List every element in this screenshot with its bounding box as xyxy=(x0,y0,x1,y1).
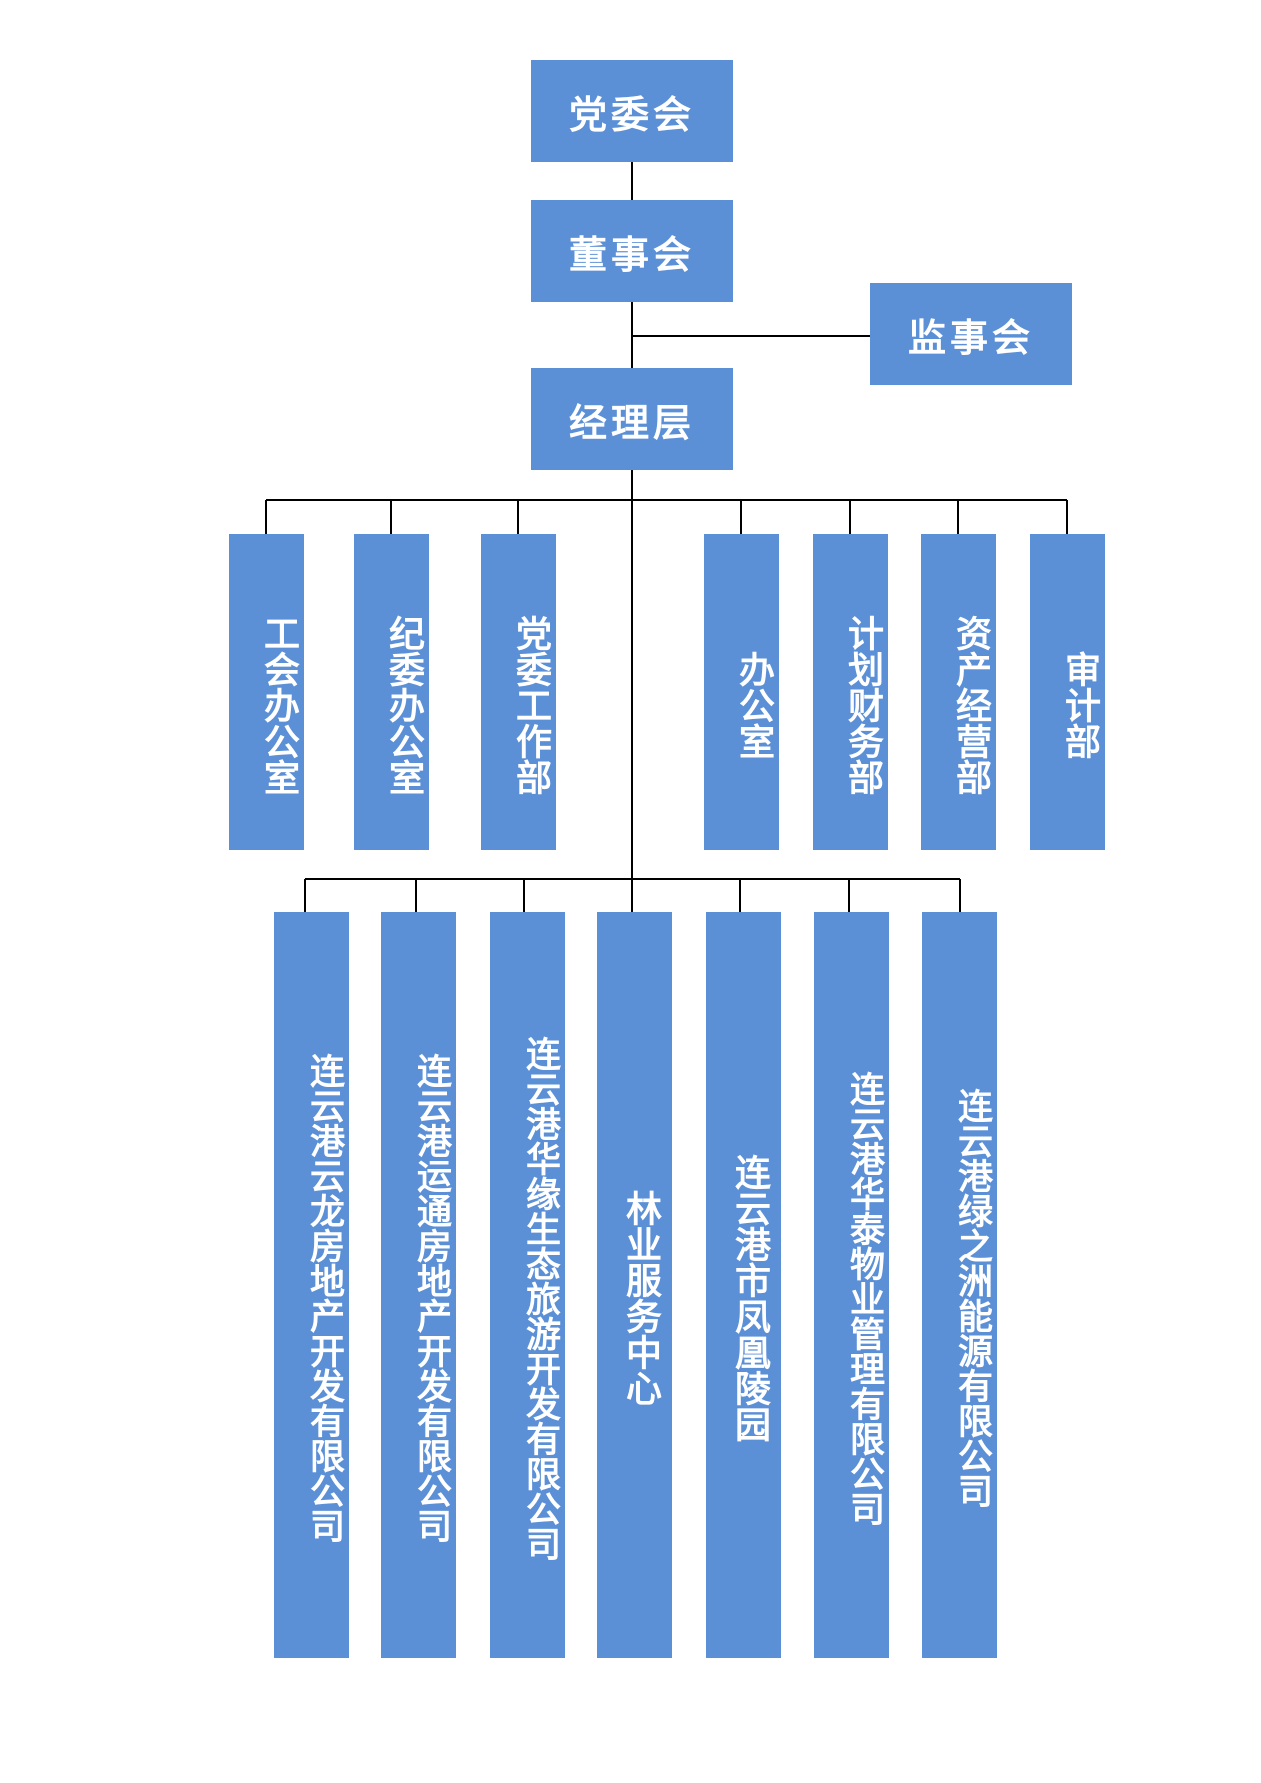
subsidiary-label: 连云港云龙房地产开发有限公司 xyxy=(304,1053,345,1543)
department-label: 计划财务部 xyxy=(842,615,884,795)
subsidiary-label: 林业服务中心 xyxy=(620,1190,662,1406)
department-box: 资产经营部 xyxy=(921,534,996,850)
subsidiary-box: 连云港运通房地产开发有限公司 xyxy=(381,912,456,1658)
subsidiary-box: 连云港华缘生态旅游开发有限公司 xyxy=(490,912,565,1658)
subsidiary-box: 连云港市凤凰陵园 xyxy=(706,912,781,1658)
subsidiary-label: 连云港华缘生态旅游开发有限公司 xyxy=(520,1035,561,1561)
party-committee-label: 党委会 xyxy=(568,91,695,137)
subsidiary-box: 连云港云龙房地产开发有限公司 xyxy=(274,912,349,1658)
department-box: 办公室 xyxy=(704,534,779,850)
management-box: 经理层 xyxy=(531,368,733,470)
subsidiary-label: 连云港华泰物业管理有限公司 xyxy=(844,1070,885,1526)
department-box: 审计部 xyxy=(1030,534,1105,850)
subsidiary-label: 连云港市凤凰陵园 xyxy=(729,1154,771,1442)
party-committee-box: 党委会 xyxy=(531,60,733,162)
supervisory-board-label: 监事会 xyxy=(907,314,1034,360)
department-label: 审计部 xyxy=(1059,651,1101,759)
department-box: 计划财务部 xyxy=(813,534,888,850)
department-box: 党委工作部 xyxy=(481,534,556,850)
department-box: 纪委办公室 xyxy=(354,534,429,850)
department-label: 纪委办公室 xyxy=(383,615,425,795)
department-label: 工会办公室 xyxy=(258,615,300,795)
board-label: 董事会 xyxy=(568,231,695,277)
department-label: 党委工作部 xyxy=(510,615,552,795)
department-label: 资产经营部 xyxy=(950,615,992,795)
subsidiary-box: 连云港华泰物业管理有限公司 xyxy=(814,912,889,1658)
management-label: 经理层 xyxy=(568,399,695,445)
board-box: 董事会 xyxy=(531,200,733,302)
subsidiary-label: 连云港运通房地产开发有限公司 xyxy=(411,1053,452,1543)
subsidiary-box: 林业服务中心 xyxy=(597,912,672,1658)
subsidiary-box: 连云港绿之洲能源有限公司 xyxy=(922,912,997,1658)
department-label: 办公室 xyxy=(733,651,775,759)
supervisory-board-box: 监事会 xyxy=(870,283,1072,385)
department-box: 工会办公室 xyxy=(229,534,304,850)
subsidiary-label: 连云港绿之洲能源有限公司 xyxy=(952,1088,993,1508)
